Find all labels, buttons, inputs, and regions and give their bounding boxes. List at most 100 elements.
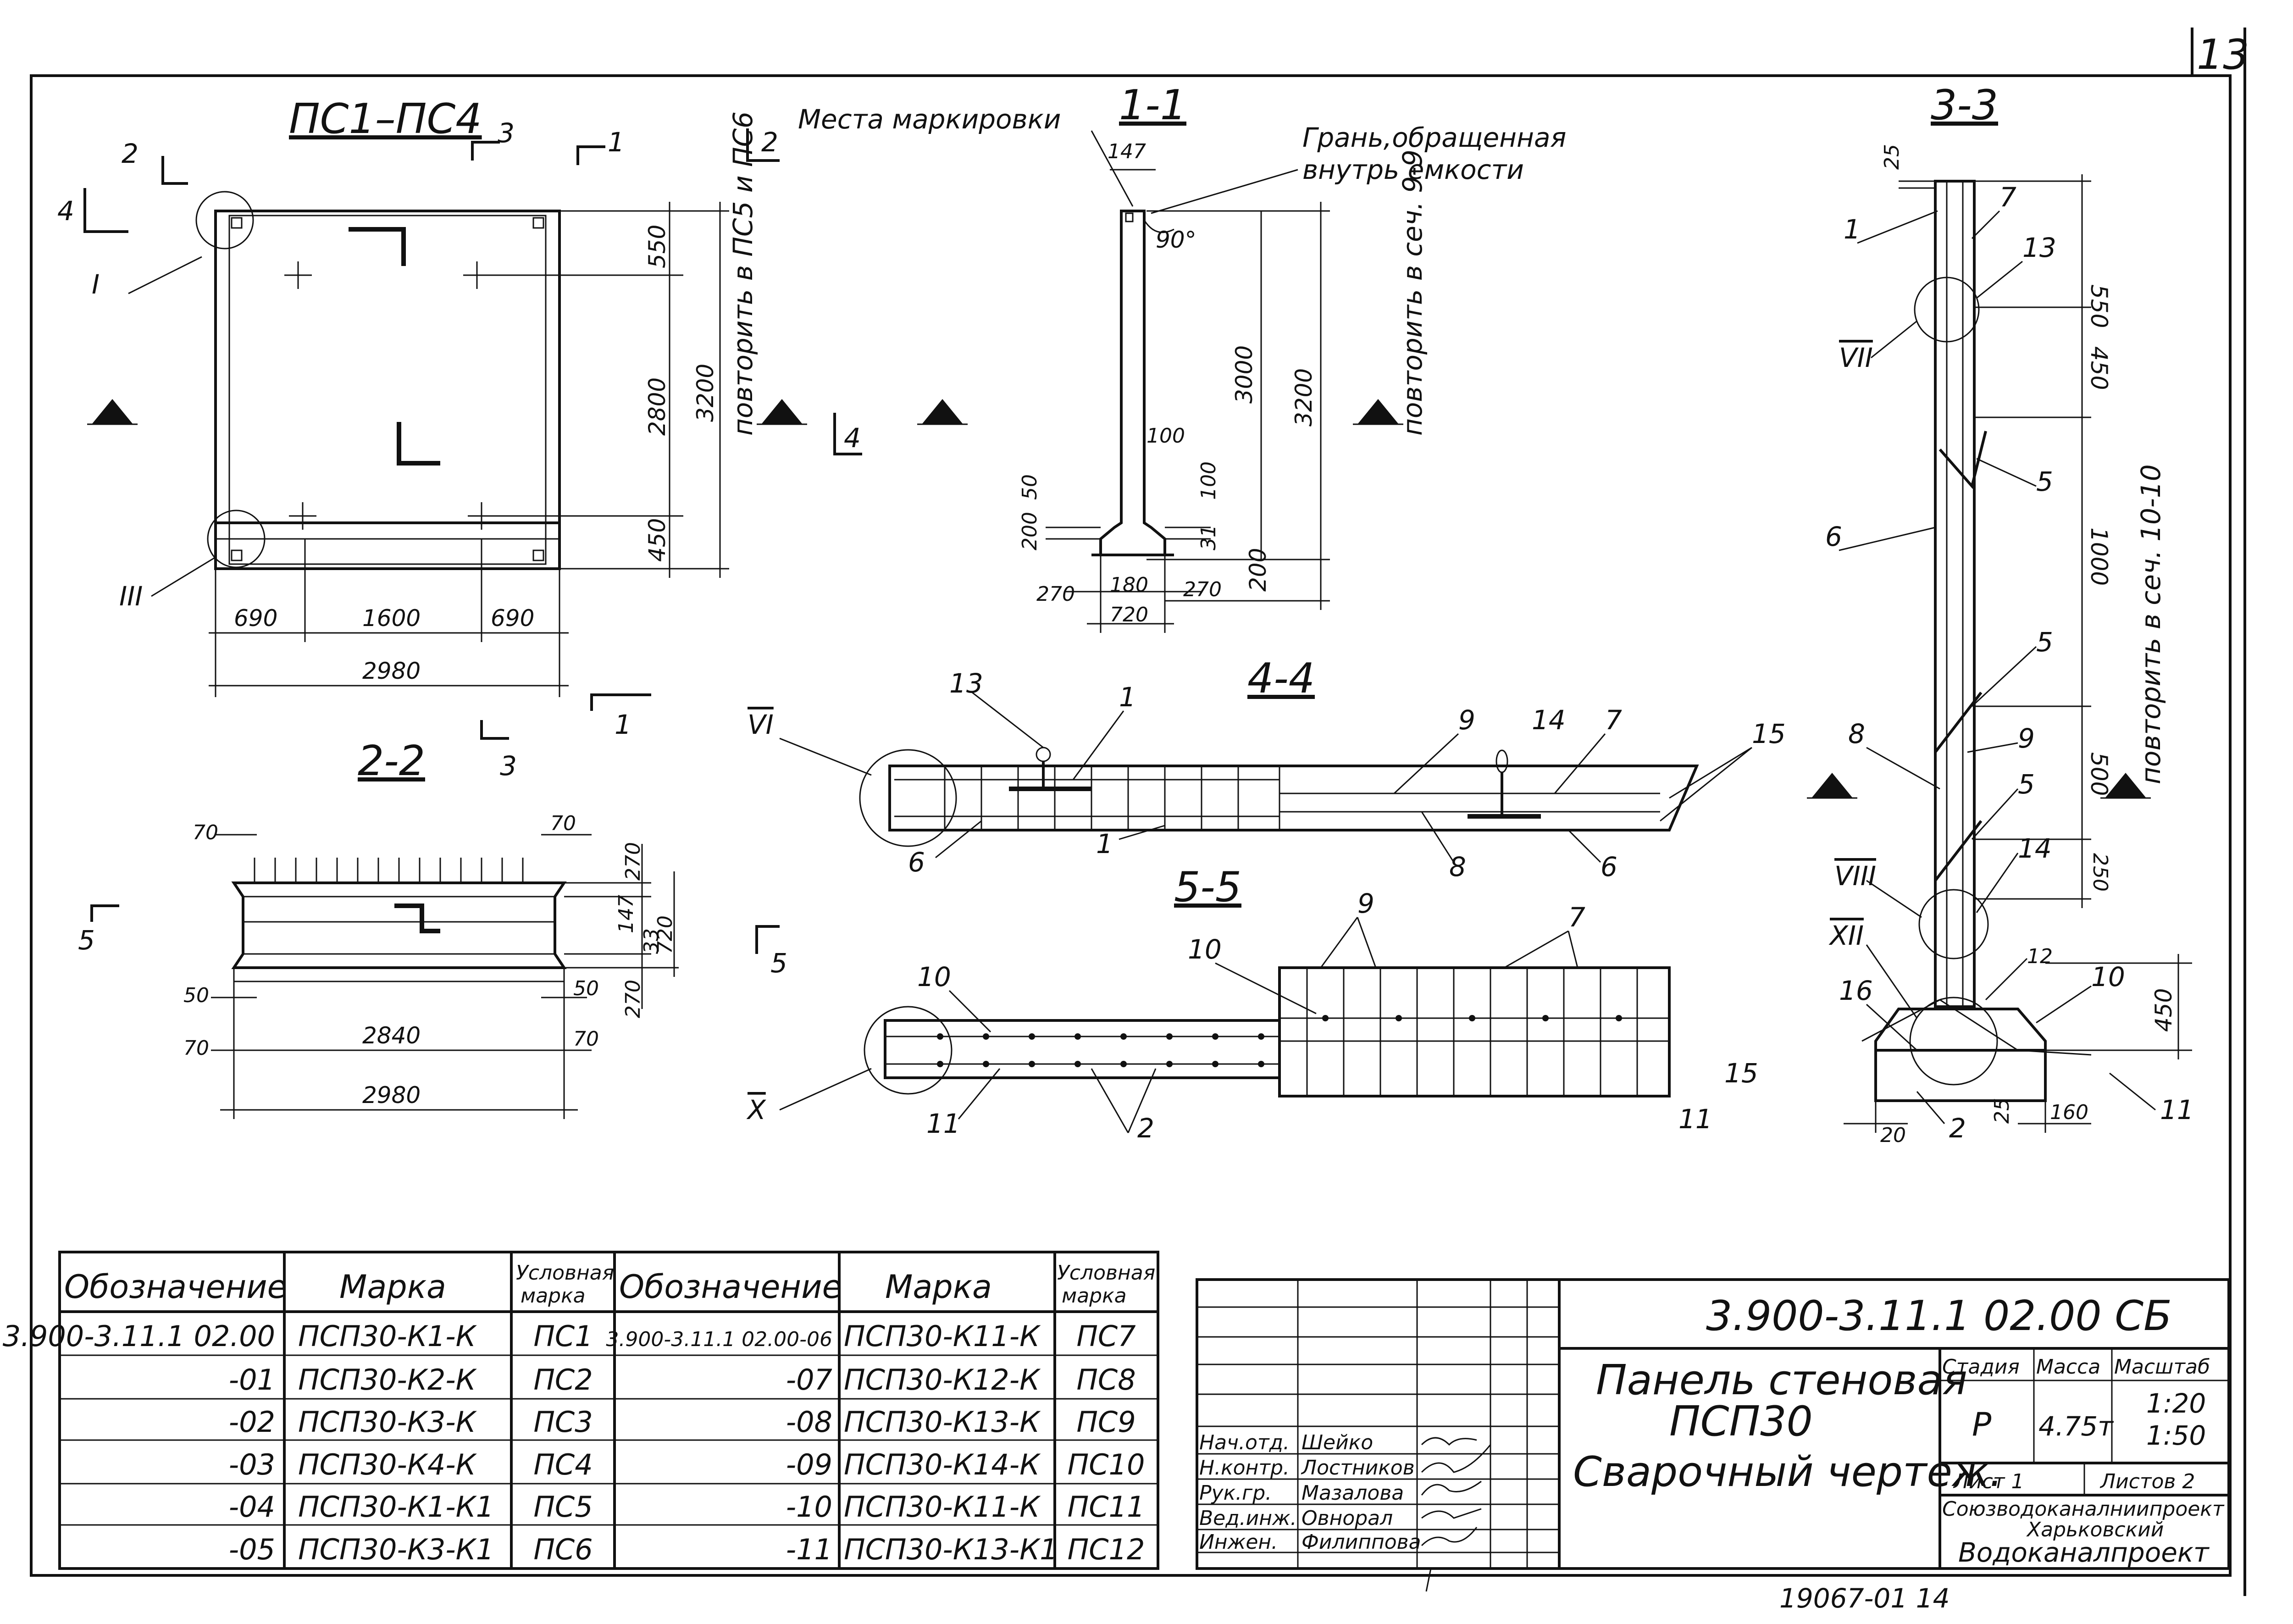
mass-value: 4.75т [2038, 1411, 2114, 1442]
spec-designation: -08 [786, 1405, 832, 1439]
section-4-4-title: 4-4 [1247, 654, 1315, 703]
face-label-1: Грань,обращенная [1302, 122, 1566, 153]
dim-147: 147 [1108, 140, 1146, 163]
cut-mark-5b: 5 [770, 948, 787, 979]
dim-25-b: 25 [1990, 1098, 2014, 1124]
dim-100-a: 100 [1146, 424, 1185, 448]
spec-mark: ПСП30-К11-К [844, 1319, 1041, 1353]
dim-20: 20 [1880, 1124, 1906, 1147]
org-line-3: Водоканалпроект [1958, 1537, 2210, 1568]
callout-5a: 5 [2036, 466, 2053, 497]
cut-mark-3b: 3 [500, 750, 517, 782]
plan-repeat-note: повторить в ПС5 и ПС6 [727, 111, 759, 436]
callout-9-s55: 9 [1357, 888, 1374, 919]
dim-50-b: 50 [573, 977, 599, 1000]
spec-designation: 3.900-3.11.1 02.00 [3, 1319, 275, 1353]
staff-role: Вед.инж. [1199, 1507, 1297, 1530]
dim-690-right: 690 [491, 605, 534, 632]
dim-450: 450 [644, 518, 670, 562]
s33-repeat-note: повторить в сеч. 10-10 [2135, 464, 2166, 784]
node-label-7: VII [1839, 342, 1873, 373]
dim-1000: 1000 [2086, 527, 2112, 586]
page-number: 13 [2197, 31, 2249, 79]
stage-value: Р [1972, 1406, 1992, 1443]
cut-mark-1: 1 [608, 127, 625, 158]
callout-14-s33: 14 [2018, 833, 2052, 864]
staff-name: Мазалова [1302, 1481, 1404, 1505]
spec-mark: ПСП30-К3-К1 [298, 1533, 494, 1566]
spec-mark: ПСП30-К13-К [844, 1405, 1041, 1439]
dim-450-s33-a: 450 [2086, 346, 2112, 390]
header-designation-right: Обозначение [619, 1268, 842, 1306]
scale-value-1: 1:20 [2146, 1388, 2206, 1419]
dim-690-left: 690 [234, 605, 277, 632]
angle-90: 90° [1156, 227, 1196, 253]
dim-100-b: 100 [1197, 461, 1220, 500]
callout-6b: 6 [1601, 851, 1617, 882]
callout-8-s33: 8 [1848, 718, 1865, 749]
scale-header: Масштаб [2114, 1355, 2210, 1379]
cut-mark-2b: 2 [761, 127, 778, 158]
sheet-number: Лист 1 [1953, 1470, 2024, 1493]
spec-mark: ПСП30-К3-К [298, 1405, 477, 1439]
callout-9: 9 [1458, 704, 1475, 736]
header-mark-left: Марка [339, 1268, 446, 1306]
node-circle-10 [864, 1006, 953, 1095]
staff-name: Лостников [1301, 1456, 1415, 1480]
dim-50: 50 [1018, 474, 1041, 500]
callout-2-s33: 2 [1949, 1113, 1966, 1144]
callout-13: 13 [949, 668, 983, 699]
dim-200-right: 200 [1245, 548, 1271, 592]
node-label-3: III [119, 581, 143, 612]
spec-symbol: ПС7 [1076, 1319, 1135, 1353]
s11-repeat-note: повторить в сеч. 9-9 [1397, 150, 1428, 436]
node-label-12: XII [1828, 920, 1864, 951]
cut-mark-4b: 4 [844, 422, 861, 454]
wall-profile [1099, 210, 1166, 556]
cut-mark-5: 5 [78, 925, 95, 956]
callout-11a: 11 [926, 1108, 960, 1139]
spec-designation: -05 [229, 1533, 275, 1566]
header-symbol-right: Условная [1057, 1261, 1155, 1285]
header-symbol-right-2: марка [1062, 1284, 1127, 1308]
title-block: 3.900-3.11.1 02.00 СБ Панель стеновая ПС… [1196, 1278, 2230, 1592]
spec-symbol: ПС3 [533, 1405, 593, 1439]
plan-view: ПС1–ПС4 I III 2 4 3 [57, 95, 862, 782]
signatures [1421, 1437, 1491, 1592]
callout-7-s55: 7 [1568, 902, 1585, 933]
callout-13-s33: 13 [2022, 232, 2056, 263]
callout-15: 15 [1752, 718, 1786, 749]
spec-designation: -04 [229, 1490, 275, 1524]
dim-1600: 1600 [362, 605, 421, 632]
callout-15-s55: 15 [1724, 1058, 1758, 1089]
dim-450-s33-b: 450 [2150, 988, 2177, 1032]
dim-3000: 3000 [1231, 345, 1257, 404]
sheet-frame: 13 19067-01 14 [30, 28, 2249, 1614]
spec-designation: -09 [786, 1448, 832, 1481]
callout-5c: 5 [2018, 769, 2035, 800]
stage-header: Стадия [1942, 1355, 2020, 1379]
s55-body-right [1278, 966, 1671, 1097]
sheet-count: Листов 2 [2099, 1470, 2195, 1493]
spec-symbol: ПС2 [533, 1363, 593, 1397]
footer-code: 19067-01 14 [1779, 1583, 1950, 1614]
spec-symbol: ПС5 [533, 1490, 593, 1524]
spec-symbol: ПС8 [1076, 1363, 1135, 1397]
scale-value-2: 1:50 [2146, 1420, 2206, 1451]
dim-2800: 2800 [644, 377, 670, 436]
spec-symbol: ПС11 [1068, 1490, 1145, 1524]
panel-outline [214, 210, 561, 570]
callout-1-s33: 1 [1844, 214, 1861, 245]
callout-6a: 6 [908, 847, 925, 878]
dim-720: 720 [1110, 603, 1148, 626]
callout-2: 2 [1137, 1113, 1154, 1144]
dim-50-a: 50 [183, 984, 209, 1007]
dim-270-b: 270 [1183, 578, 1222, 601]
section-3-3: 3-3 550 450 1000 500 250 450 [1807, 81, 2194, 1147]
spec-designation: -02 [229, 1405, 275, 1439]
spec-table: Обозначение Марка Условная марка Обознач… [3, 1251, 1159, 1570]
section-5-5: 5-5 5 X 10 10 [746, 863, 1758, 1144]
header-symbol-left-2: марка [521, 1284, 586, 1308]
plan-title: ПС1–ПС4 [289, 95, 482, 143]
spec-symbol: ПС4 [533, 1448, 593, 1481]
